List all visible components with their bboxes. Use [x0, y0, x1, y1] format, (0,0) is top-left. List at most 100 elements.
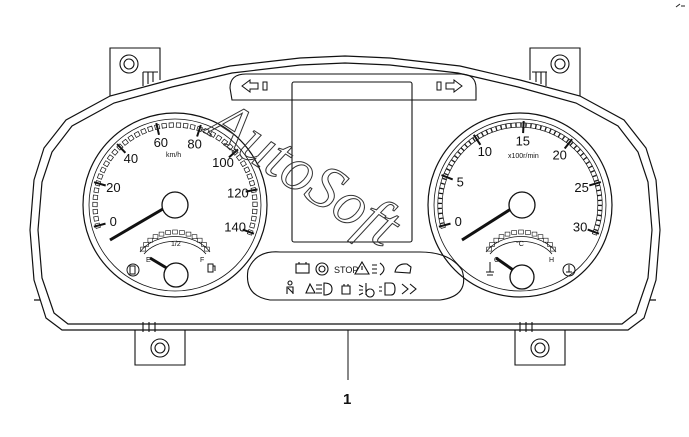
tachometer-minor-tick	[576, 149, 585, 157]
tachometer-major-tick	[563, 138, 573, 150]
warning-lights-row-2	[286, 280, 417, 298]
speedometer-tick-label: 0	[110, 214, 117, 229]
corner-mark	[675, 3, 685, 8]
tachometer-minor-tick	[557, 132, 565, 141]
tachometer-minor-tick	[592, 175, 599, 182]
speedometer-needle	[109, 204, 169, 242]
speedometer-minor-tick	[92, 201, 98, 208]
tachometer-tick-label: 30	[573, 219, 587, 234]
tachometer-tick-label: 25	[574, 180, 588, 195]
speedometer-minor-tick	[96, 173, 104, 180]
speedometer-minor-tick	[250, 215, 257, 222]
speedometer-minor-tick	[239, 160, 247, 168]
low-beam-icon	[358, 283, 375, 298]
speedometer-major-tick	[242, 228, 255, 235]
parking-light-icon	[379, 282, 396, 296]
tachometer-minor-tick	[439, 183, 446, 190]
warning-lights-row-1: STOP	[295, 260, 412, 276]
fuel-gauge: 1/2 E F	[126, 229, 216, 288]
tachometer-minor-tick	[569, 141, 578, 150]
turn-right-arrow-icon	[436, 79, 463, 93]
fuel-ticks-segment	[147, 237, 153, 243]
tachometer-minor-tick	[553, 130, 561, 138]
tachometer-minor-tick	[454, 151, 462, 159]
tachometer-minor-tick	[515, 122, 522, 128]
tachometer-minor-tick	[490, 126, 498, 133]
tachometer-minor-tick	[595, 184, 602, 192]
speedometer-tick-label: 60	[154, 135, 168, 150]
speedometer-major-tick	[116, 143, 127, 154]
temp-ticks-segment	[537, 234, 544, 239]
speedometer-minor-tick	[226, 143, 234, 151]
tachometer-tick-label: 20	[552, 147, 566, 162]
engine-check-icon	[341, 284, 351, 295]
speedometer-minor-tick	[93, 187, 100, 194]
fuel-ticks-segment	[197, 237, 203, 243]
warning-light-strip	[246, 251, 465, 301]
cluster-housing	[29, 55, 661, 331]
tachometer-major-tick	[441, 174, 454, 181]
tachometer-minor-tick	[530, 123, 537, 130]
tachometer-minor-tick	[590, 170, 597, 178]
tachometer-minor-tick	[525, 122, 532, 129]
tachometer-minor-tick	[451, 155, 459, 163]
tachometer-major-tick	[472, 134, 482, 146]
fuel-ticks-segment	[140, 246, 146, 252]
tachometer-major-tick	[589, 181, 602, 187]
temp-ticks-segment	[550, 246, 556, 252]
speedometer-minor-tick	[168, 122, 174, 128]
speedometer-minor-tick	[182, 122, 189, 129]
tachometer-minor-tick	[464, 140, 472, 148]
temp-ticks-segment	[511, 230, 517, 235]
tachometer-minor-tick	[593, 224, 600, 231]
speedometer-major-tick	[93, 222, 106, 228]
tachometer-minor-tick	[437, 193, 444, 199]
speedometer-minor-tick	[248, 180, 256, 187]
speedometer-minor-tick	[246, 173, 253, 180]
speedometer-major-tick	[245, 188, 258, 193]
speedometer-minor-tick	[111, 148, 119, 156]
speedometer-minor-tick	[133, 131, 141, 138]
tachometer-minor-tick	[448, 159, 456, 167]
turn-left-arrow-icon	[241, 79, 268, 93]
glow-plug-icon	[401, 283, 417, 295]
tachometer-tick-label: 15	[516, 134, 530, 149]
fuel-ticks-segment	[152, 234, 159, 239]
speedometer-minor-tick	[249, 222, 256, 229]
speedometer-tick-label: 140	[224, 219, 246, 234]
mount-ear-bottom-left	[134, 322, 186, 366]
temp-ticks-segment	[504, 231, 511, 237]
tachometer-minor-tick	[440, 178, 447, 185]
fuel-ticks-segment	[165, 230, 171, 235]
tachometer-minor-tick	[443, 168, 451, 176]
speedometer-major-tick	[228, 148, 239, 159]
coolant-temp-icon	[486, 262, 494, 276]
fuel-ticks-segment	[179, 230, 185, 235]
speedometer-tick-label: 120	[227, 186, 249, 201]
tachometer-tick-label: 5	[457, 175, 464, 190]
callout-number: 1	[343, 391, 351, 408]
watermark-text: AutoSoft	[193, 85, 414, 261]
coolant-temp-icon-right	[562, 263, 576, 277]
speedometer-minor-tick	[202, 127, 210, 135]
tachometer-major-tick	[438, 222, 451, 228]
tachometer-hub	[508, 191, 536, 219]
tachometer-minor-tick	[582, 157, 591, 165]
stop-warning-label: STOP	[334, 265, 358, 275]
fuel-ticks-segment	[185, 231, 192, 237]
temp-unit-label: °C	[516, 240, 524, 248]
temp-ticks-segment	[518, 229, 524, 235]
speedometer-minor-tick	[161, 122, 168, 129]
tachometer-minor-tick	[596, 195, 603, 201]
speedometer-minor-tick	[252, 201, 258, 207]
fog-light-icon	[372, 262, 385, 276]
tachometer-minor-tick	[549, 128, 556, 136]
temp-hot-label: H	[549, 257, 554, 264]
tachometer-minor-tick	[476, 132, 484, 139]
speedometer-minor-tick	[121, 138, 129, 146]
tachometer-minor-tick	[437, 198, 443, 204]
fuel-ticks-segment	[143, 242, 149, 247]
speedometer-major-tick	[155, 122, 160, 136]
